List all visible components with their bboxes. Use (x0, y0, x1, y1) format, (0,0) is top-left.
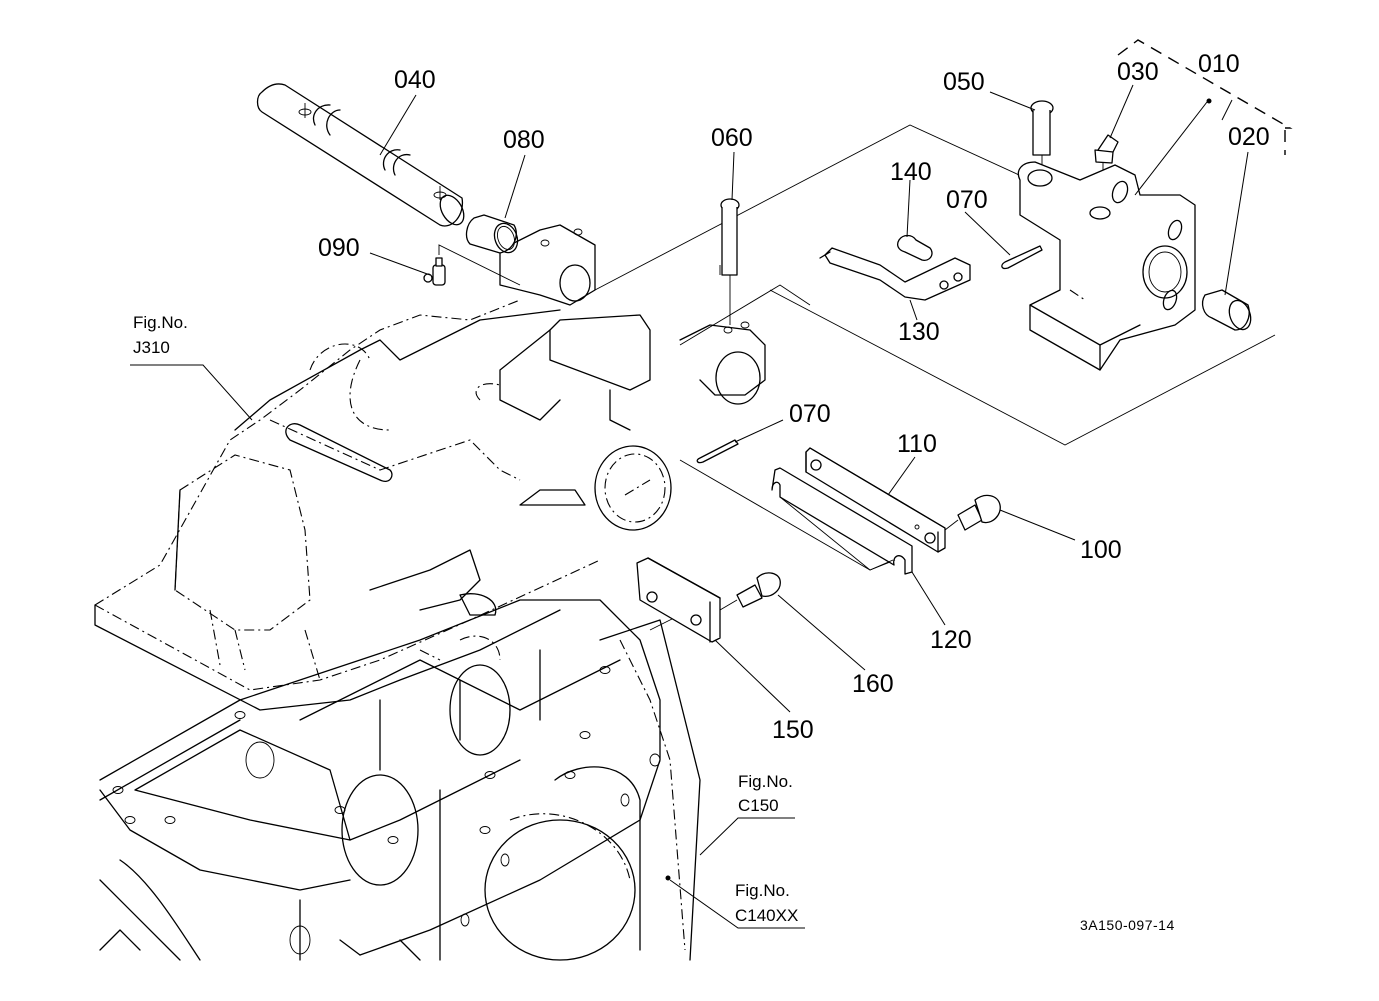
part-070-split-pin-lower (696, 439, 739, 464)
callout-050[interactable]: 050 (943, 68, 985, 96)
figure-reference-c140xx[interactable]: Fig.No. C140XX (735, 881, 798, 925)
figure-reference-c150[interactable]: Fig.No. C150 (738, 772, 793, 815)
callout-030[interactable]: 030 (1117, 58, 1159, 86)
callout-020[interactable]: 020 (1228, 123, 1270, 151)
figure-reference-j310[interactable]: Fig.No. J310 (133, 313, 188, 357)
part-070-split-pin-upper (1001, 245, 1043, 270)
part-140-bolt (897, 234, 933, 261)
part-110-plate (805, 447, 946, 553)
callout-labels: 010 020 030 040 050 060 070 070 080 090 … (318, 50, 1270, 744)
part-040-shaft (256, 83, 465, 227)
callout-090[interactable]: 090 (318, 234, 360, 262)
group-bracket-010 (1117, 39, 1293, 155)
callout-080[interactable]: 080 (503, 126, 545, 154)
callout-040[interactable]: 040 (394, 66, 436, 94)
part-010-bracket (1017, 161, 1196, 371)
callout-130[interactable]: 130 (898, 318, 940, 346)
fig-ref-number: C150 (738, 796, 779, 815)
fig-ref-prefix: Fig.No. (133, 313, 188, 332)
callout-150[interactable]: 150 (772, 716, 814, 744)
callout-140[interactable]: 140 (890, 158, 932, 186)
part-100-bolt (944, 494, 1001, 531)
drawing-code: 3A150-097-14 (1080, 917, 1175, 933)
part-080-bushing (465, 214, 519, 254)
part-130-bracket-arm (819, 247, 971, 301)
hydraulic-case-outline (94, 124, 1276, 711)
part-150-block (636, 557, 738, 643)
callout-100[interactable]: 100 (1080, 536, 1122, 564)
fig-ref-number: J310 (133, 338, 170, 357)
leader-lines (130, 84, 1249, 929)
callout-060[interactable]: 060 (711, 124, 753, 152)
callout-110[interactable]: 110 (897, 430, 937, 458)
part-060-pin (719, 198, 740, 325)
part-160-bolt (736, 572, 781, 608)
fig-ref-number: C140XX (735, 906, 798, 925)
callout-010[interactable]: 010 (1198, 50, 1240, 78)
flange-bolt-holes (112, 666, 661, 955)
engine-block-outline (99, 599, 701, 961)
callout-160[interactable]: 160 (852, 670, 894, 698)
callout-120[interactable]: 120 (930, 626, 972, 654)
part-050-pin (1030, 100, 1054, 175)
part-090-grease-nipple (423, 244, 521, 286)
callout-070-upper[interactable]: 070 (946, 186, 988, 214)
callout-070-lower[interactable]: 070 (789, 400, 831, 428)
fig-ref-prefix: Fig.No. (735, 881, 790, 900)
part-020-bushing (1201, 289, 1252, 331)
part-120-hooked-plate (771, 467, 913, 575)
fig-ref-prefix: Fig.No. (738, 772, 793, 791)
